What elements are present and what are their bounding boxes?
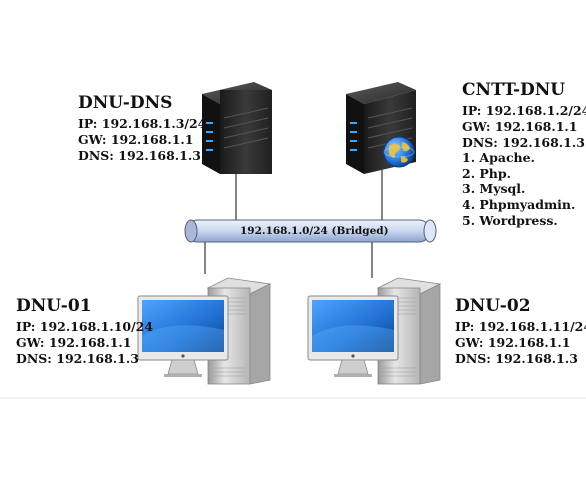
cntt-dnu-ip: IP: 192.168.1.2/24 [462, 103, 586, 119]
dnu-02-gw: GW: 192.168.1.1 [455, 334, 571, 350]
network-bus-label: 192.168.1.0/24 (Bridged) [240, 225, 389, 237]
dnu-02-info: DNU-02 IP: 192.168.1.11/24 GW: 192.168.1… [455, 296, 586, 366]
cntt-dnu-service: 5. Wordpress. [462, 212, 558, 228]
cntt-dnu-service: 3. Mysql. [462, 181, 526, 197]
dnu-01-dns: DNS: 192.168.1.3 [16, 350, 139, 366]
network-bus [184, 219, 437, 243]
cntt-dnu-info: CNTT-DNU IP: 192.168.1.2/24 GW: 192.168.… [462, 80, 586, 228]
server-icon [202, 82, 272, 174]
cntt-dnu-service: 2. Php. [462, 165, 511, 181]
dnu-dns-title: DNU-DNS [78, 93, 173, 113]
desktop-computer-icon [307, 277, 442, 385]
dnu-dns-dns: DNS: 192.168.1.3 [78, 147, 201, 163]
desktop-computer-icon [137, 277, 272, 385]
dnu-01-info: DNU-01 IP: 192.168.1.10/24 GW: 192.168.1… [16, 296, 153, 366]
dnu-02-ip: IP: 192.168.1.11/24 [455, 319, 586, 335]
dnu-dns-gw: GW: 192.168.1.1 [78, 131, 194, 147]
dnu-01-title: DNU-01 [16, 296, 92, 316]
dnu-01-gw: GW: 192.168.1.1 [16, 334, 132, 350]
cntt-dnu-gw: GW: 192.168.1.1 [462, 118, 578, 134]
globe-icon [383, 136, 415, 168]
cntt-dnu-dns: DNS: 192.168.1.3 [462, 134, 585, 150]
dnu-01-ip: IP: 192.168.1.10/24 [16, 319, 154, 335]
background-band [0, 0, 586, 398]
dnu-dns-info: DNU-DNS IP: 192.168.1.3/24 GW: 192.168.1… [78, 93, 206, 163]
dnu-02-title: DNU-02 [455, 296, 531, 316]
cntt-dnu-service: 1. Apache. [462, 150, 535, 166]
cntt-dnu-service: 4. Phpmyadmin. [462, 197, 576, 212]
dnu-02-dns: DNS: 192.168.1.3 [455, 350, 578, 366]
cntt-dnu-title: CNTT-DNU [462, 80, 566, 100]
dnu-dns-ip: IP: 192.168.1.3/24 [78, 116, 207, 132]
